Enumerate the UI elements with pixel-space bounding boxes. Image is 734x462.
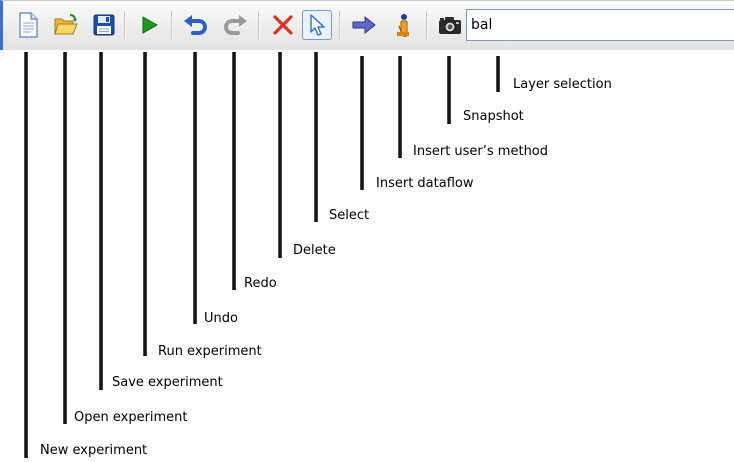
arrow-cursor-icon [310,14,325,36]
select-label: Select [329,208,370,223]
insert-users-method-leader-line [398,56,402,158]
toolbar-separator [124,11,126,39]
main-toolbar [0,0,734,50]
toolbar-separator [171,11,173,39]
toolbar-separator [339,11,341,39]
run-experiment-leader-line [143,52,147,356]
undo-leader-line [193,52,197,324]
insert-dataflow-leader-line [360,56,364,190]
select-button[interactable] [302,10,332,40]
undo-button[interactable] [181,10,211,40]
red-x-icon [273,15,293,35]
new-experiment-button[interactable] [13,10,43,40]
floppy-disk-icon [93,14,115,36]
toolbar-separator [258,11,260,39]
save-experiment-leader-line [99,52,103,390]
snapshot-button[interactable] [435,10,465,40]
right-arrow-icon [352,15,376,35]
insert-dataflow-button[interactable] [349,10,379,40]
select-leader-line [314,52,318,222]
insert-dataflow-label: Insert dataflow [376,176,474,191]
delete-button[interactable] [268,10,298,40]
insert-user-method-button[interactable] [388,10,418,40]
undo-icon [184,15,207,35]
open-experiment-leader-line [63,52,67,424]
insert-users-method-label: Insert user’s method [413,144,549,159]
redo-leader-line [232,52,236,290]
snapshot-leader-line [447,56,451,124]
open-folder-icon [54,14,78,35]
open-experiment-button[interactable] [51,10,81,40]
undo-label: Undo [204,311,238,326]
play-icon [142,16,159,34]
user-method-icon [397,14,409,37]
toolbar-separator [426,11,428,39]
save-experiment-button[interactable] [89,10,119,40]
new-experiment-leader-line [24,52,28,458]
redo-icon [224,15,247,35]
delete-label: Delete [293,243,336,258]
redo-button[interactable] [220,10,250,40]
new-document-icon [19,12,38,38]
camera-icon [439,17,461,34]
run-experiment-button[interactable] [134,10,164,40]
layer-selection-label: Layer selection [513,77,612,92]
delete-leader-line [278,52,282,258]
new-experiment-label: New experiment [40,443,148,458]
layer-selection-input[interactable] [466,9,734,41]
open-experiment-label: Open experiment [74,410,188,425]
layer-selection-leader-line [496,56,500,92]
save-experiment-label: Save experiment [112,375,223,390]
run-experiment-label: Run experiment [158,344,262,359]
redo-label: Redo [244,276,277,291]
snapshot-label: Snapshot [463,109,524,124]
